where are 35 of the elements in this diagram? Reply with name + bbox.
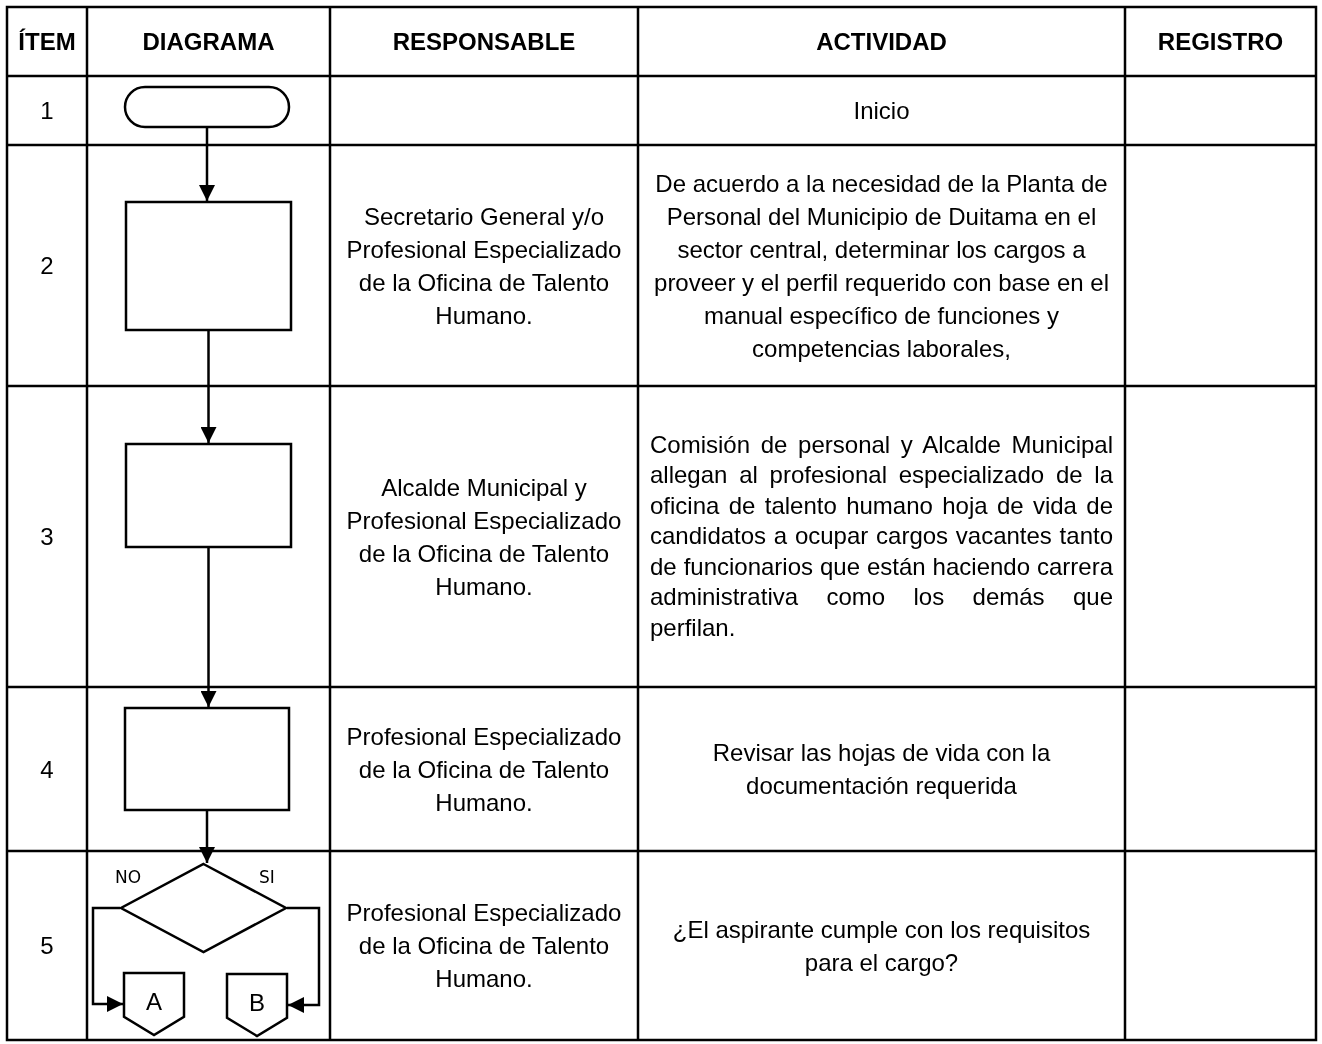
activity-text: De acuerdo a la necesidad de la Planta de Personal del Municipio de Duitama en el sector central, determinar los cargos a proveer y el perfil requerido con base en el manual específico de funciones y competencias laborales, [653,168,1110,364]
activity-text: ¿El aspirante cumple con los requisitos para el cargo? [671,914,1092,978]
activity-text: Comisión de personal y Alcalde Municipal allegan al profesional especializado de la oficina de talento humano hoja de vida de candidatos a ocupar cargos vacantes tanto de funcionarios que están haciendo carrera administrativa como los demás que perfilan. [650,429,1113,643]
item-number: 2 [40,251,54,281]
column-header: REGISTRO [1157,28,1284,55]
item-number: 4 [40,754,54,785]
edge-label: NO [115,868,142,886]
column-header: ACTIVIDAD [816,28,947,55]
flow-arrow [200,548,217,707]
responsible-text: Secretario General y/o Profesional Especializado de la Oficina de Talento Humano. [345,201,623,331]
responsible-text: Alcalde Municipal y Profesional Especializado de la Oficina de Talento Humano. [345,472,623,602]
flow-arrow [91,906,123,1012]
flow-arrow [200,331,217,443]
activity-text: Inicio [853,96,910,126]
flow-arrow [287,906,321,1013]
responsible-text: Profesional Especializado de la Oficina de Talento Humano. [345,898,623,994]
off-page-connector [123,972,185,1036]
item-number: 3 [40,522,54,552]
edge-label: SI [259,868,275,886]
process-box [125,201,292,331]
process-box [124,707,290,811]
connector-letter: A [145,989,163,1014]
terminator-shape [124,86,290,128]
flow-arrow [199,128,215,201]
responsible-text: Profesional Especializado de la Oficina de Talento Humano. [345,721,623,818]
column-header: DIAGRAMA [142,28,275,55]
activity-text: Revisar las hojas de vida con la documentación requerida [711,738,1052,801]
item-number: 1 [40,96,54,126]
column-header: ÍTEM [18,28,76,55]
column-header: RESPONSABLE [392,28,576,55]
flow-arrow [199,811,215,863]
item-number: 5 [40,931,54,961]
process-box [125,443,292,548]
connector-letter: B [248,990,266,1015]
off-page-connector [226,973,288,1037]
